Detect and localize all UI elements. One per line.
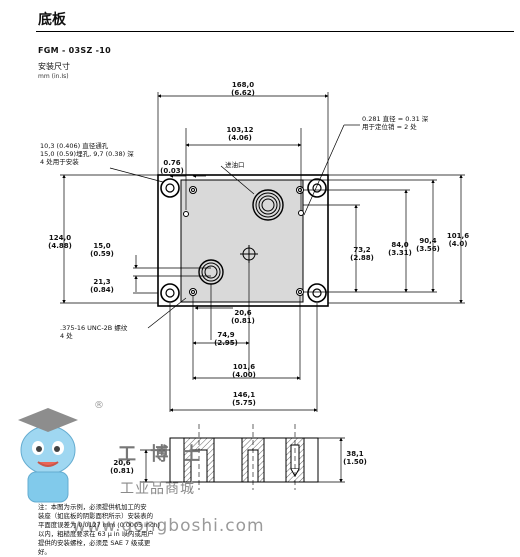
footnote-line: 注：本图为示例，必须提供机加工的安 (38, 503, 147, 511)
dim-bottom-20-in: (0.81) (231, 317, 255, 325)
section-title: 安装尺寸 (38, 62, 70, 71)
dim-side-20: 20,6 (113, 459, 130, 467)
page-title: 底板 (38, 12, 66, 28)
locating-pins (183, 210, 304, 217)
mounting-holes (160, 178, 327, 303)
dim-right-73: 73,2 (353, 246, 370, 254)
dim-height: 124,0 (49, 234, 71, 242)
mounting-hole-br (307, 283, 327, 303)
dim-side-20-in: (0.81) (110, 467, 134, 475)
units-label: mm (in.Is) (38, 73, 69, 80)
dim-left-15-in: (0.59) (90, 250, 114, 258)
dim-hole-span: 103,12 (226, 126, 253, 134)
note-through-hole-3: 4 处用于安装 (40, 157, 79, 166)
dim-left-15: 15,0 (93, 242, 110, 250)
note-pin-hole-2: 用于定位销 = 2 处 (362, 122, 417, 131)
dim-right-101-in: (4.0) (449, 240, 468, 248)
dim-right-90-in: (3.56) (416, 245, 440, 253)
footnote-line: 平面度误差为 0.0127 mm (0.0005 inch) (38, 521, 161, 529)
registered-mark: ® (94, 400, 104, 411)
dim-right-84: 84,0 (391, 241, 408, 249)
watermark-brand: 工 博 士 (118, 444, 205, 465)
dim-left-21-in: (0.84) (90, 286, 114, 294)
note-through-hole-1: 10,3 (0.406) 直径通孔 (40, 141, 109, 150)
mounting-hole-bl (160, 283, 180, 303)
footnote: 注：本图为示例，必须提供机加工的安 装座（如底板的阴影面积所示）安装表的 平面度… (38, 503, 288, 557)
dim-side-38-in: (1.50) (343, 458, 367, 466)
dim-right-84-in: (3.31) (388, 249, 412, 257)
note-pin-hole-1: 0.281 直径 = 0.31 深 (362, 114, 429, 123)
dim-pin-offset-in: (0.03) (160, 167, 184, 175)
port-large (252, 189, 284, 221)
plate-outline (157, 174, 329, 307)
dim-right-90: 90,4 (419, 237, 436, 245)
dim-left-21: 21,3 (93, 278, 110, 286)
watermark-mascot (18, 408, 78, 503)
side-section-view (140, 424, 345, 490)
mounting-hole-tr (307, 178, 327, 198)
side-dimension-texts: 38,1 (1.50) 20,6 (0.81) (110, 450, 367, 475)
dim-side-38: 38,1 (346, 450, 363, 458)
dim-bottom-74: 74,9 (217, 331, 234, 339)
dim-right-101: 101,6 (447, 232, 469, 240)
model-code: FGM - 03SZ -10 (38, 46, 112, 55)
watermark-url: www.gongboshi.com (72, 516, 265, 536)
dim-hole-span-in: (4.06) (228, 134, 252, 142)
watermark-sub: 工业品商城 (120, 481, 195, 497)
annotation-texts: 10,3 (0.406) 直径通孔 15,0 (0.59)埋孔, 9,7 (0.… (40, 114, 429, 340)
footnote-line: 以内，粗糙度要求在 63 µ in 以内或用户 (38, 530, 154, 538)
dim-overall-width: 168,0 (232, 81, 254, 89)
note-through-hole-2: 15,0 (0.59)埋孔, 9,7 (0.38) 深 (40, 149, 134, 158)
dimension-lines (60, 92, 465, 412)
footnote-line: 装座（如底板的阴影面积所示）安装表的 (38, 512, 154, 520)
note-thread-2: 4 处 (60, 331, 73, 340)
note-thread-1: .375-16 UNC-2B 螺纹 (60, 323, 128, 332)
dim-bottom-101: 101,6 (233, 363, 255, 371)
dim-bottom-74-in: (2.95) (214, 339, 238, 347)
dim-bottom-146-in: (5.75) (232, 399, 256, 407)
dim-pin-offset: 0.76 (163, 159, 180, 167)
dimension-texts: 168,0 (6.62) 103,12 (4.06) 0.76 (0.03) 1… (48, 81, 469, 407)
dim-bottom-146: 146,1 (233, 391, 255, 399)
footnote-line: 好。 (38, 548, 51, 556)
title-divider (36, 31, 514, 32)
mounting-hole-tl (160, 178, 180, 198)
dim-right-73-in: (2.88) (350, 254, 374, 262)
footnote-line: 提供的安装螺栓，必须是 SAE 7 级或更 (38, 539, 151, 547)
dim-bottom-20: 20,6 (234, 309, 251, 317)
dim-bottom-101-in: (4.00) (232, 371, 256, 379)
dim-overall-width-in: (6.62) (231, 89, 255, 97)
dim-height-in: (4.88) (48, 242, 72, 250)
note-inlet: 进油口 (225, 160, 245, 169)
